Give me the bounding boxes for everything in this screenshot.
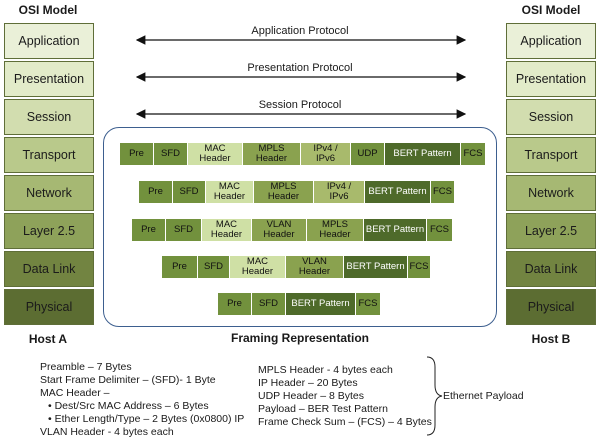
presentation-protocol-label: Presentation Protocol xyxy=(247,62,353,74)
left-stack-layer-transport: Transport xyxy=(4,137,94,173)
left-stack-layer-network: Network xyxy=(4,175,94,211)
left-stack-layer-layer-2-5: Layer 2.5 xyxy=(4,213,94,249)
protocol-arrows xyxy=(135,35,467,119)
left-stack-layer-session: Session xyxy=(4,99,94,135)
note-sfd: Start Frame Delimiter – (SFD)- 1 Byte xyxy=(40,374,216,386)
frame-field-fcs: FCS xyxy=(430,180,455,204)
note-fcs: Frame Check Sum – (FCS) – 4 Bytes xyxy=(258,416,432,428)
framing-title: Framing Representation xyxy=(230,331,370,345)
right-stack-layer-application: Application xyxy=(506,23,596,59)
frame-field-fcs: FCS xyxy=(407,255,431,279)
frame-field-pre: Pre xyxy=(161,255,197,279)
right-stack-layer-presentation: Presentation xyxy=(506,61,596,97)
frame-field-mac: MAC Header xyxy=(187,142,242,166)
frame-field-ip: IPv4 / IPv6 xyxy=(313,180,364,204)
left-stack-layer-application: Application xyxy=(4,23,94,59)
frame-field-pre: Pre xyxy=(217,292,251,316)
note-payload: Payload – BER Test Pattern xyxy=(258,403,388,415)
header-notes-right: MPLS Header - 4 bytes each IP Header – 2… xyxy=(258,364,432,429)
frame-field-mac: MAC Header xyxy=(205,180,253,204)
right-stack-layer-data-link: Data Link xyxy=(506,251,596,287)
header-notes-left: Preamble – 7 Bytes Start Frame Delimiter… xyxy=(40,361,244,439)
frame-field-bert: BERT Pattern xyxy=(363,218,426,242)
frame-field-mpls: MPLS Header xyxy=(306,218,363,242)
host-a-label: Host A xyxy=(28,332,68,346)
left-stack-title: OSI Model xyxy=(18,3,78,17)
frame-field-sfd: SFD xyxy=(197,255,229,279)
note-udp: UDP Header – 8 Bytes xyxy=(258,390,365,402)
session-protocol-label: Session Protocol xyxy=(258,99,342,111)
right-stack-layer-physical: Physical xyxy=(506,289,596,325)
ethernet-payload-label: Ethernet Payload xyxy=(443,390,524,402)
right-stack-layer-layer-2-5: Layer 2.5 xyxy=(506,213,596,249)
frame-field-vlan: VLAN Header xyxy=(251,218,306,242)
note-ether-type: Ether Length/Type – 2 Bytes (0x0800) IP xyxy=(40,413,245,426)
frame-field-pre: Pre xyxy=(131,218,165,242)
host-b-label: Host B xyxy=(531,332,571,346)
frame-field-fcs: FCS xyxy=(426,218,453,242)
frame-field-fcs: FCS xyxy=(355,292,381,316)
frame-field-udp: UDP xyxy=(350,142,384,166)
frame-field-mpls: MPLS Header xyxy=(253,180,313,204)
frame-field-mpls: MPLS Header xyxy=(242,142,300,166)
left-stack-layer-data-link: Data Link xyxy=(4,251,94,287)
frame-field-bert: BERT Pattern xyxy=(285,292,355,316)
note-mpls: MPLS Header - 4 bytes each xyxy=(258,364,393,376)
frame-field-sfd: SFD xyxy=(251,292,285,316)
frame-field-sfd: SFD xyxy=(165,218,201,242)
right-stack-layer-network: Network xyxy=(506,175,596,211)
frame-field-fcs: FCS xyxy=(460,142,486,166)
framing-box xyxy=(103,127,497,327)
frame-field-bert: BERT Pattern xyxy=(364,180,430,204)
frame-field-sfd: SFD xyxy=(153,142,187,166)
right-stack-layer-transport: Transport xyxy=(506,137,596,173)
frame-field-ip: IPv4 / IPv6 xyxy=(300,142,350,166)
note-mac-address: Dest/Src MAC Address – 6 Bytes xyxy=(40,400,244,413)
note-mac: MAC Header – xyxy=(40,387,110,399)
frame-field-bert: BERT Pattern xyxy=(343,255,407,279)
frame-field-mac: MAC Header xyxy=(229,255,285,279)
frame-field-sfd: SFD xyxy=(172,180,205,204)
note-vlan: VLAN Header - 4 bytes each xyxy=(40,426,174,438)
note-preamble: Preamble – 7 Bytes xyxy=(40,361,132,373)
frame-field-pre: Pre xyxy=(119,142,153,166)
left-stack-layer-presentation: Presentation xyxy=(4,61,94,97)
frame-field-pre: Pre xyxy=(138,180,172,204)
frame-field-bert: BERT Pattern xyxy=(384,142,460,166)
frame-field-mac: MAC Header xyxy=(201,218,251,242)
frame-field-vlan: VLAN Header xyxy=(285,255,343,279)
right-stack-title: OSI Model xyxy=(521,3,581,17)
left-stack-layer-physical: Physical xyxy=(4,289,94,325)
application-protocol-label: Application Protocol xyxy=(251,25,349,37)
note-ip: IP Header – 20 Bytes xyxy=(258,377,358,389)
payload-brace xyxy=(426,356,443,436)
right-stack-layer-session: Session xyxy=(506,99,596,135)
